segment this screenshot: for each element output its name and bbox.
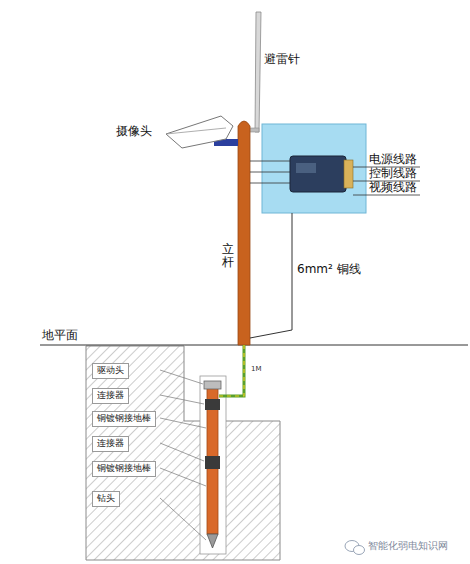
drive-head [204,381,221,389]
line-label: 电源线路 [369,152,417,166]
protector-panel [262,124,366,213]
leader-line [160,498,206,540]
camera-housing [166,116,233,148]
part-name: 连接器 [97,390,124,400]
part-name: 钻头 [97,493,115,503]
leader-line [160,468,206,486]
watermark: 智能化弱电知识网 [368,540,448,552]
leader-line [160,370,203,384]
lightning-rod [255,12,261,132]
part-label-box: 铜镀钢接地棒 [92,411,156,427]
pole-label: 立杆 [222,243,234,269]
surge-protector [290,156,346,192]
connector [205,399,220,410]
leader-line [160,443,204,461]
connector [205,456,220,469]
leader-line [160,418,206,428]
drill-tip [207,534,218,548]
line-label: 控制线路 [369,166,417,180]
line-label: 视频线路 [369,180,417,194]
soil-hatch [86,346,280,560]
pole-wire [250,183,292,184]
part-name: 铜镀钢接地棒 [97,463,151,473]
part-label-box: 连接器 [92,436,129,452]
pole-wire [250,161,292,162]
leader-line [160,395,204,404]
protector-plate [296,163,316,173]
camera-label: 摄像头 [116,124,152,138]
part-name: 连接器 [97,438,124,448]
rod-clamp [249,128,259,132]
ground-label: 地平面 [42,328,78,342]
protector-terminal [344,160,353,188]
part-label-box: 钻头 [92,491,120,507]
part-label-box: 铜镀钢接地棒 [92,461,156,477]
pole [238,121,250,345]
part-name: 铜镀钢接地棒 [97,413,151,423]
rod-label: 避雷针 [264,52,300,66]
ground-line [40,345,468,346]
earth-wire [219,345,244,396]
camera-edge [166,128,226,134]
watermark-icon [354,546,365,555]
wire-label: 6mm² 铜线 [297,262,361,276]
bore-hole [200,376,226,554]
length-label: 1M [251,365,262,373]
signal-line [353,195,420,196]
part-label-box: 驱动头 [92,363,129,379]
part-name: 驱动头 [97,365,124,375]
pole-wire [250,172,292,173]
earth-wire-stripe [219,345,244,396]
part-label-box: 连接器 [92,388,129,404]
copper-wire [250,213,292,338]
